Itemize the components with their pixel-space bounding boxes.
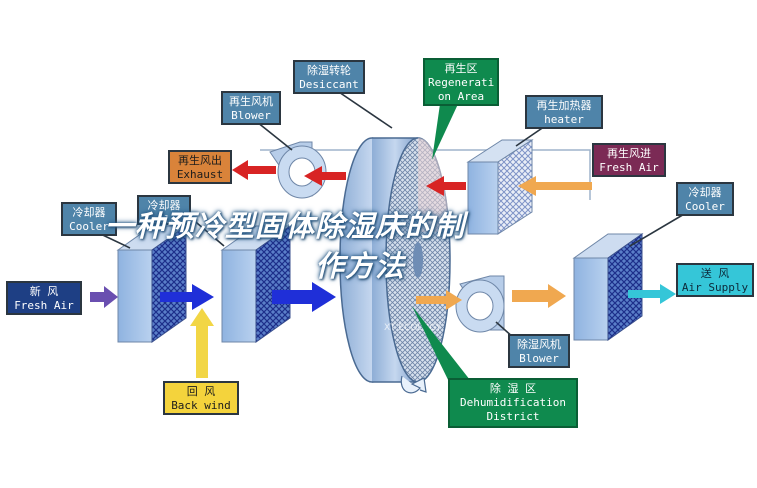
regen-blower-label: 再生风机 Blower bbox=[221, 91, 281, 125]
dry-air-arrow-2 bbox=[512, 284, 566, 308]
wet-air-arrow bbox=[304, 166, 346, 186]
desiccant-wheel bbox=[339, 137, 451, 383]
fresh-air-label: 新 风 Fresh Air bbox=[6, 281, 82, 315]
air-supply-label-en: Air Supply bbox=[681, 281, 749, 294]
cooler-unit-1 bbox=[116, 225, 188, 343]
dehum-district-label: 除 湿 区 Dehumidification District bbox=[448, 378, 578, 428]
regen-area-pointer bbox=[432, 104, 458, 160]
air-supply-label-cn: 送 风 bbox=[700, 267, 730, 280]
fresh-air-label-en: Fresh Air bbox=[14, 299, 74, 312]
watermark: XT ECOLOGY bbox=[384, 323, 442, 333]
dehum-blower-label: 除湿风机 Blower bbox=[508, 334, 570, 368]
dehumidification-blower bbox=[455, 275, 505, 333]
regen-fresh-air-label-cn: 再生风进 bbox=[607, 147, 651, 160]
cooler-label-2-en: Cooler bbox=[144, 213, 184, 225]
dehum-blower-label-en: Blower bbox=[519, 352, 559, 365]
back-wind-label: 回 风 Back wind bbox=[163, 381, 239, 415]
cooler-label-3-en: Cooler bbox=[685, 200, 725, 213]
cooler-label-3-cn: 冷却器 bbox=[688, 186, 722, 199]
cooler-label-1-cn: 冷却器 bbox=[72, 206, 106, 219]
dehum-blower-label-cn: 除湿风机 bbox=[517, 338, 561, 351]
hot-air-arrow bbox=[426, 176, 466, 196]
regeneration-area-label-cn: 再生区 bbox=[444, 62, 478, 75]
regen-blower-label-en: Blower bbox=[231, 109, 271, 122]
cooler-label-1: 冷却器 Cooler bbox=[61, 202, 117, 236]
cooler-label-2: 冷却器 Cooler bbox=[137, 195, 191, 225]
cooled-air-arrow-1 bbox=[160, 284, 214, 310]
fresh-air-label-cn: 新 风 bbox=[29, 285, 59, 298]
desiccant-label-en: Desiccant bbox=[299, 78, 359, 91]
regen-exhaust-label-en: Exhaust bbox=[176, 168, 224, 181]
regeneration-area-label-en2: on Area bbox=[437, 90, 485, 103]
back-wind-arrow bbox=[190, 308, 214, 378]
headline-line-1: 一种预冷型固体除湿床的制 bbox=[105, 209, 466, 243]
regen-blower-label-cn: 再生风机 bbox=[229, 95, 273, 108]
regen-exhaust-label: 再生风出 Exhaust bbox=[168, 150, 232, 184]
desiccant-label-cn: 除湿转轮 bbox=[307, 64, 351, 77]
regeneration-blower bbox=[269, 141, 327, 199]
dehum-district-label-cn: 除 湿 区 bbox=[489, 382, 537, 395]
cooler-label-2-cn: 冷却器 bbox=[147, 199, 181, 212]
dry-air-arrow-1 bbox=[416, 290, 462, 310]
desiccant-label: 除湿转轮 Desiccant bbox=[293, 60, 365, 94]
regeneration-area-label-en1: Regenerati bbox=[428, 76, 495, 89]
dehum-district-pointer bbox=[412, 306, 470, 392]
regeneration-area-label: 再生区 Regenerati on Area bbox=[423, 58, 499, 106]
regen-heater-label-cn: 再生加热器 bbox=[536, 99, 592, 112]
regen-exhaust-label-cn: 再生风出 bbox=[178, 154, 222, 167]
exhaust-arrow bbox=[232, 160, 276, 180]
dehum-district-label-en1: Dehumidification bbox=[460, 396, 566, 409]
air-supply-label: 送 风 Air Supply bbox=[676, 263, 754, 297]
regen-heater-label-en: heater bbox=[544, 113, 584, 126]
regen-fresh-air-arrow bbox=[518, 176, 592, 196]
regen-fresh-air-label: 再生风进 Fresh Air bbox=[592, 143, 666, 177]
cooler-unit-3 bbox=[572, 233, 644, 341]
dehum-district-label-en2: District bbox=[486, 410, 540, 423]
regen-fresh-air-label-en: Fresh Air bbox=[599, 161, 659, 174]
headline: 一种预冷型固体除湿床的制 作方法 bbox=[105, 206, 665, 286]
air-supply-arrow bbox=[628, 284, 676, 304]
regen-heater-label: 再生加热器 heater bbox=[525, 95, 603, 129]
fresh-air-arrow bbox=[90, 286, 118, 308]
cooler-label-1-en: Cooler bbox=[69, 220, 109, 233]
cooler-unit-2 bbox=[220, 225, 292, 343]
back-wind-label-en: Back wind bbox=[171, 399, 231, 412]
wheel-drive-belt bbox=[400, 375, 427, 394]
cooler-label-3: 冷却器 Cooler bbox=[676, 182, 734, 216]
back-wind-label-cn: 回 风 bbox=[186, 385, 216, 398]
cooled-air-arrow-2 bbox=[272, 282, 336, 312]
headline-line-2: 作方法 bbox=[315, 249, 406, 283]
